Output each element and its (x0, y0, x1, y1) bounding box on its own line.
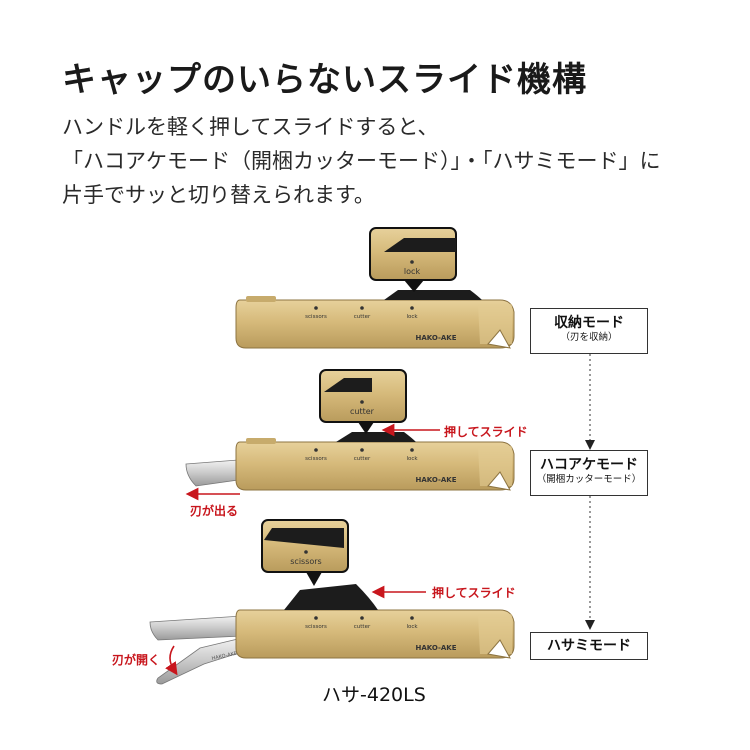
label-scissors: scissors (305, 456, 327, 462)
knife-storage-mode: scissors cutter lock HAKO-AKE (235, 290, 515, 349)
slide-handle (384, 290, 482, 300)
mode-name: ハコアケモード (540, 457, 638, 473)
mode-box-cutter: ハコアケモード （開梱カッターモード） (530, 450, 648, 496)
label-cutter: cutter (354, 456, 371, 462)
label-lock: lock (406, 624, 418, 630)
label-scissors: scissors (305, 314, 327, 320)
page-title: キャップのいらないスライド機構 (62, 60, 587, 100)
slide-handle (336, 432, 416, 442)
description-line-2: 「ハコアケモード（開梱カッターモード）」・「ハサミモード」に (62, 149, 661, 173)
knife-cutter-mode: scissors cutter lock HAKO-AKE (185, 432, 515, 491)
blade-open-arrow (165, 645, 178, 676)
callout-scissors-label: scissors (290, 557, 321, 566)
mode-sub: （開梱カッターモード） (536, 474, 642, 485)
brand-label: HAKO-AKE (416, 334, 457, 342)
knife-scissors-mode: HAKO-AKE scissors cutter lock HAKO-AKE (149, 584, 515, 685)
label-scissors: scissors (305, 624, 327, 630)
callout-cutter: cutter (319, 369, 407, 434)
callout-lock-label: lock (404, 267, 421, 276)
mode-box-storage: 収納モード （刃を収納） (530, 308, 648, 354)
mode-name: 収納モード (554, 315, 624, 331)
label-cutter: cutter (354, 624, 371, 630)
push-slide-label-2: 押してスライド (432, 586, 516, 600)
slide-handle (284, 584, 378, 610)
callout-cutter-label: cutter (350, 407, 375, 416)
blade-out-label: 刃が出る (190, 504, 239, 518)
callout-scissors: scissors (261, 519, 349, 586)
brand-label: HAKO-AKE (416, 644, 457, 652)
description-line-3: 片手でサッと切り替えられます。 (62, 183, 375, 207)
blade-engraving: HAKO-AKE (211, 651, 238, 662)
label-lock: lock (406, 456, 418, 462)
label-lock: lock (406, 314, 418, 320)
mode-sub: （刃を収納） (560, 332, 618, 343)
callout-lock: lock (369, 227, 457, 292)
mode-box-scissors: ハサミモード (530, 632, 648, 660)
label-cutter: cutter (354, 314, 371, 320)
description-line-1: ハンドルを軽く押してスライドすると、 (62, 115, 439, 139)
blade-open-label: 刃が開く (112, 653, 161, 667)
model-name: ハサ-420LS (322, 684, 426, 706)
mode-name: ハサミモード (547, 638, 631, 654)
brand-label: HAKO-AKE (416, 476, 457, 484)
push-slide-label-1: 押してスライド (444, 425, 528, 439)
description: ハンドルを軽く押してスライドすると、 「ハコアケモード（開梱カッターモード）」・… (62, 110, 661, 212)
